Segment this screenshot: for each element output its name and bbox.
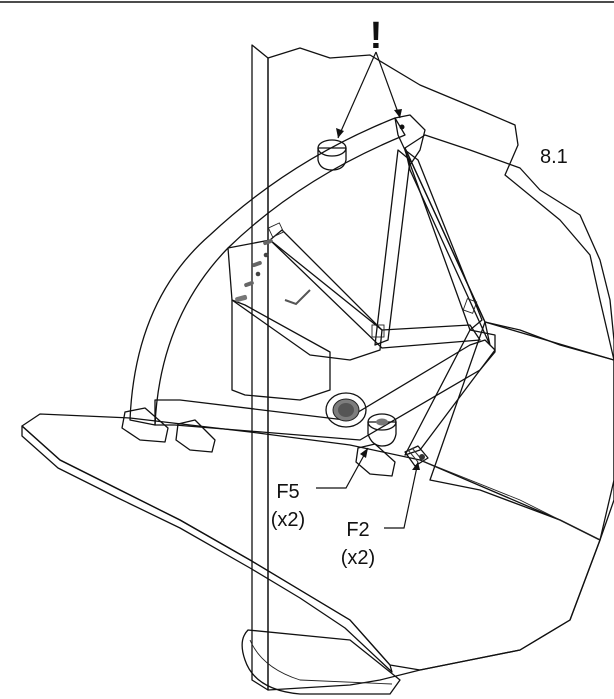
caution-pointers: [336, 51, 402, 139]
callout-f2-qty: (x2): [341, 547, 375, 569]
bracket-slots: [235, 238, 311, 306]
f5-cam: [367, 413, 397, 447]
caution-mark: !: [370, 15, 383, 57]
callout-f2-part: F2: [346, 519, 369, 541]
upper-board-top: [404, 134, 614, 361]
bracket-plate: [227, 239, 383, 361]
bracket: [121, 114, 496, 477]
wall-panel-face: [267, 47, 614, 691]
shelf-crease: [419, 459, 601, 541]
bracket-diagonal-strut: [404, 149, 483, 331]
callout-f5-qty: (x2): [271, 509, 305, 531]
bracket-outer-arc: [129, 117, 406, 426]
bracket-lower-bar: [154, 339, 496, 441]
callout-leaders: [316, 447, 420, 529]
bracket-vertical-strut: [374, 149, 411, 346]
shelf-board-edge: [21, 425, 393, 673]
top-dowel: [317, 139, 347, 171]
step-number: 8.1: [540, 146, 568, 168]
foot-rail-line: [249, 639, 393, 685]
f2-screw: [404, 445, 429, 467]
callout-f5-part: F5: [276, 481, 299, 503]
top-rib-dot: [399, 124, 405, 130]
bracket-tabs: [267, 222, 478, 338]
threaded-insert: [325, 392, 367, 428]
foot-rail: [241, 629, 401, 695]
shelf-board: [21, 413, 601, 673]
upper-board-front: [404, 147, 491, 346]
bracket-middle-strut: [269, 229, 481, 349]
wall-panel-edge: [251, 44, 269, 691]
wall-panel: [251, 44, 614, 691]
upper-board: [404, 134, 614, 541]
bracket-right-post: [404, 329, 496, 456]
foot-rail-body: [241, 629, 401, 695]
shelf-board-top: [21, 413, 601, 671]
bracket-inner-frame: [231, 299, 331, 401]
